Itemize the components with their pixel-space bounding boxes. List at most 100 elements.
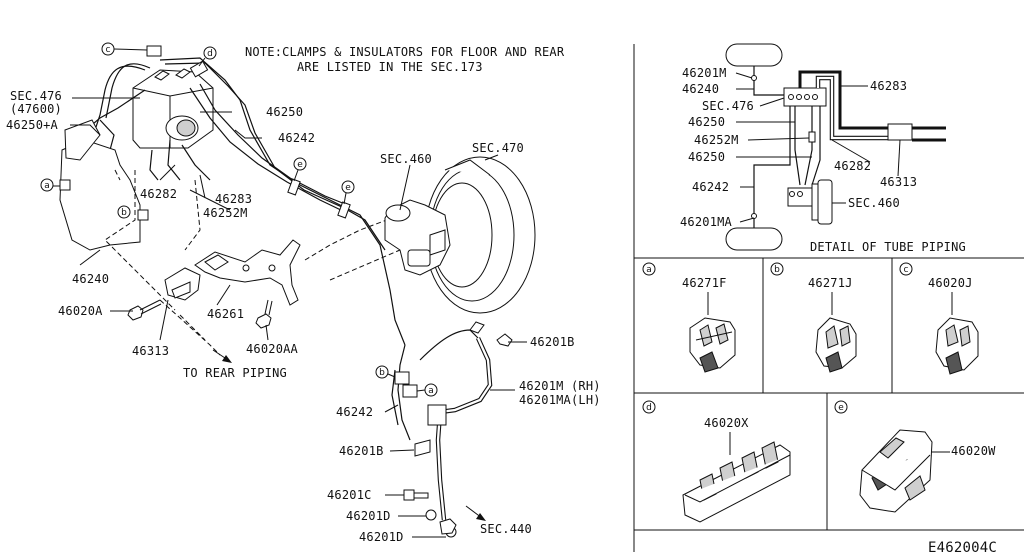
hose-fitting [439, 518, 457, 535]
label-46201D-2: 46201D [359, 530, 404, 544]
panel-c-part-number: 46020J [928, 276, 973, 290]
svg-text:a: a [646, 265, 652, 275]
clip-46020X-icon [682, 441, 791, 523]
detail-caption: DETAIL OF TUBE PIPING [810, 240, 966, 254]
svg-text:e: e [838, 403, 844, 413]
panel-b: b 46271J [770, 262, 857, 373]
panel-a-part-number: 46271F [682, 276, 727, 290]
detail-label-46201MA: 46201MA [680, 215, 733, 229]
svg-text:b: b [379, 368, 385, 378]
brake-booster [424, 156, 536, 314]
label-to-rear-piping: TO REAR PIPING [183, 366, 287, 380]
detail-wheel-front [725, 43, 783, 67]
clip-46271F-icon [689, 317, 736, 373]
label-46250: 46250 [266, 105, 303, 119]
svg-text:a: a [428, 386, 434, 396]
detail-label-46252M: 46252M [694, 133, 739, 147]
detail-label-46283: 46283 [870, 79, 907, 93]
panel-b-part-number: 46271J [808, 276, 853, 290]
actuator-tubes [67, 57, 406, 346]
svg-text:e: e [297, 160, 303, 170]
detail-label-46240: 46240 [682, 82, 719, 96]
svg-text:b: b [121, 208, 127, 218]
detail-wheel-rear [725, 227, 783, 251]
detail-label-46313: 46313 [880, 175, 917, 189]
label-46201B-top: 46201B [530, 335, 575, 349]
note-line-2: ARE LISTED IN THE SEC.173 [297, 60, 483, 74]
label-46242-top: 46242 [278, 131, 315, 145]
arrow-sec440-head [476, 513, 486, 521]
master-cylinder [384, 199, 451, 276]
label-sec476-sub: (47600) [10, 102, 62, 116]
label-46020AA: 46020AA [246, 342, 299, 356]
callout-e-main-1: e [293, 157, 307, 182]
abs-actuator [132, 68, 214, 149]
label-46201M: 46201M (RH) [519, 379, 601, 393]
bolt-46020A [127, 299, 162, 321]
detail-label-46250-2: 46250 [688, 150, 725, 164]
washer-1 [425, 509, 437, 521]
label-46201B-bot: 46201B [339, 444, 384, 458]
panel-d: d 46020X [642, 400, 791, 523]
label-46250A: 46250+A [6, 118, 59, 132]
detail-label-46201M: 46201M [682, 66, 727, 80]
hose-clip-bottom [414, 439, 431, 457]
label-46242-bot: 46242 [336, 405, 373, 419]
label-sec470: SEC.470 [472, 141, 524, 155]
panel-e-part-number: 46020W [951, 444, 996, 458]
clip-panels-grid [633, 257, 1024, 552]
bracket-46240 [59, 119, 149, 251]
leader-sec470 [484, 154, 499, 161]
label-46282: 46282 [140, 187, 177, 201]
callout-a-main: a [40, 178, 60, 192]
hose-clip-top [496, 333, 513, 347]
svg-text:e: e [345, 183, 351, 193]
label-46261: 46261 [207, 307, 244, 321]
svg-text:b: b [774, 265, 780, 275]
label-46201C: 46201C [327, 488, 372, 502]
tube-clamps [146, 45, 351, 219]
callout-b-main: b [117, 205, 131, 219]
label-sec460: SEC.460 [380, 152, 432, 166]
bracket-46261 [194, 239, 301, 306]
detail-leaders [735, 72, 901, 223]
label-46283: 46283 [215, 192, 252, 206]
svg-text:d: d [207, 49, 213, 59]
bolt-46201C [403, 489, 429, 501]
label-46240: 46240 [72, 272, 109, 286]
callout-d-main: d [198, 46, 217, 67]
label-sec476: SEC.476 [10, 89, 62, 103]
front-brake-hose [391, 321, 493, 521]
detail-label-46242: 46242 [692, 180, 729, 194]
callout-c-main: c [101, 42, 148, 56]
connector-46313 [164, 267, 201, 301]
detail-label-sec476: SEC.476 [702, 99, 754, 113]
callout-e-main-2: e [341, 180, 355, 205]
panel-c: c 46020J [899, 262, 979, 375]
label-46201D-1: 46201D [346, 509, 391, 523]
svg-text:c: c [904, 265, 909, 275]
clip-46271J-icon [815, 317, 857, 373]
bolt-46020AA [255, 299, 273, 329]
panel-d-part-number: 46020X [704, 416, 749, 430]
svg-text:a: a [44, 181, 50, 191]
diagram-code: E462004C [928, 540, 997, 556]
label-46201MA: 46201MA(LH) [519, 393, 601, 407]
note-line-1: NOTE:CLAMPS & INSULATORS FOR FLOOR AND R… [245, 45, 565, 59]
leader-lines [70, 97, 527, 538]
label-46313: 46313 [132, 344, 169, 358]
callout-b-hose: b [375, 365, 396, 379]
detail-tube-piping [725, 43, 946, 251]
detail-label-46250-1: 46250 [688, 115, 725, 129]
callout-a-hose: a [416, 383, 438, 397]
leader-sec460 [399, 164, 411, 211]
label-46252M: 46252M [203, 206, 248, 220]
panel-a: a 46271F [642, 262, 736, 373]
clip-46020J-icon [935, 317, 979, 375]
label-sec440: SEC.440 [480, 522, 532, 536]
panel-e: e 46020W [834, 400, 996, 513]
detail-label-46282: 46282 [834, 159, 871, 173]
svg-text:d: d [646, 403, 652, 413]
label-46020A: 46020A [58, 304, 103, 318]
